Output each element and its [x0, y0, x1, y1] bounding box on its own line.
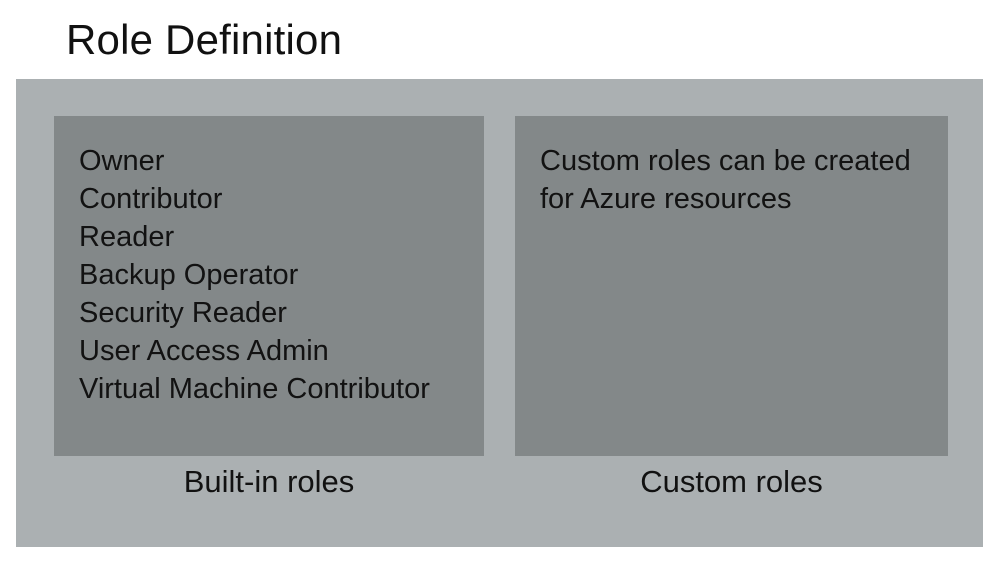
custom-roles-caption: Custom roles: [640, 464, 823, 499]
list-item: User Access Admin: [79, 335, 329, 367]
custom-roles-body: Custom roles can be created for Azure re…: [540, 142, 934, 218]
builtin-roles-list: Owner Contributor Reader Backup Operator…: [79, 142, 470, 408]
diagram-container: Owner Contributor Reader Backup Operator…: [16, 79, 983, 547]
list-item: Contributor: [79, 183, 223, 215]
list-item: Virtual Machine Contributor: [79, 373, 430, 405]
custom-roles-description: Custom roles can be created for Azure re…: [540, 145, 911, 215]
list-item: Owner: [79, 145, 165, 177]
custom-roles-panel: Custom roles can be created for Azure re…: [515, 116, 948, 456]
list-item: Reader: [79, 221, 175, 253]
builtin-roles-caption: Built-in roles: [183, 464, 355, 499]
builtin-roles-panel: Owner Contributor Reader Backup Operator…: [54, 116, 484, 456]
page-title: Role Definition: [66, 16, 343, 63]
list-item: Security Reader: [79, 297, 287, 329]
list-item: Backup Operator: [79, 259, 299, 291]
